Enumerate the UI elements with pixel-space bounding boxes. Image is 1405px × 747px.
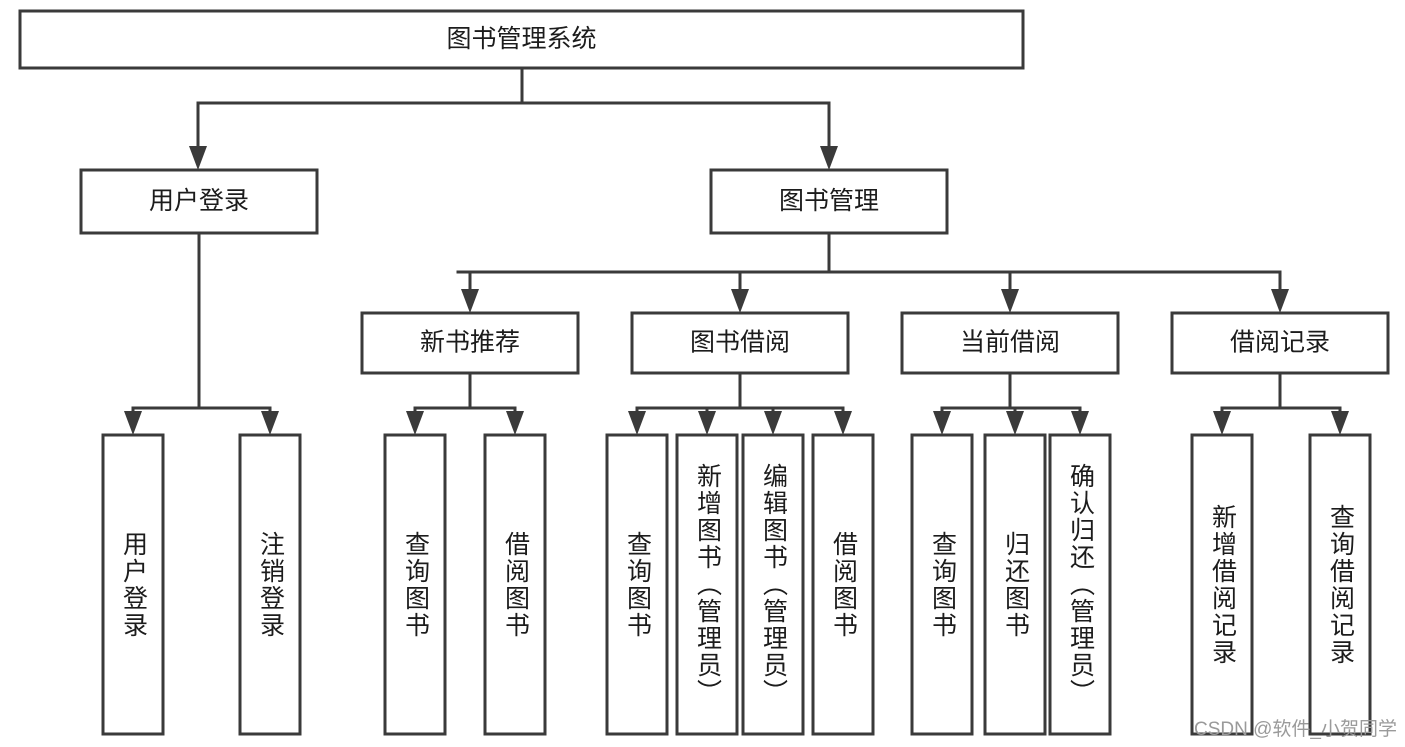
node-leaf-confirm-return-rect (1048, 433, 1112, 736)
node-borrow-record[interactable]: 借阅记录 (1170, 311, 1390, 375)
node-book-manage[interactable]: 图书管理 (709, 168, 949, 235)
node-leaf-user-login-rect (101, 433, 165, 736)
node-leaf-query-book-1-rect (383, 433, 447, 736)
arrow-down-icon (933, 411, 951, 435)
node-leaf-add-record-rect (1190, 433, 1254, 736)
node-leaf-borrow-book-1-rect (483, 433, 547, 736)
node-leaf-edit-book-rect (741, 433, 805, 736)
node-current-borrow[interactable]: 当前借阅 (900, 311, 1120, 375)
node-leaf-query-book-3-rect (910, 433, 974, 736)
node-leaf-user-login[interactable] (101, 433, 165, 736)
node-leaf-return-book[interactable] (983, 433, 1047, 736)
node-new-book-rec-label: 新书推荐 (420, 329, 520, 357)
arrow-down-icon (1071, 411, 1089, 435)
node-book-manage-rect (709, 168, 949, 235)
node-leaf-add-record[interactable] (1190, 433, 1254, 736)
node-new-book-rec[interactable]: 新书推荐 (360, 311, 580, 375)
node-root-rect (18, 9, 1025, 70)
node-root[interactable]: 图书管理系统 (18, 9, 1025, 70)
node-user-login-rect (79, 168, 319, 235)
node-leaf-query-record[interactable] (1308, 433, 1372, 736)
arrow-down-icon (1001, 289, 1019, 313)
node-user-login-label: 用户登录 (149, 187, 249, 215)
node-book-manage-label: 图书管理 (779, 187, 879, 215)
arrow-down-icon (628, 411, 646, 435)
arrow-down-icon (1006, 411, 1024, 435)
arrow-down-icon (820, 146, 838, 170)
node-leaf-return-book-rect (983, 433, 1047, 736)
node-leaf-borrow-book-2-rect (811, 433, 875, 736)
arrow-down-icon (834, 411, 852, 435)
watermark-text: CSDN @软件_小贺同学 (1194, 719, 1397, 740)
node-book-borrow[interactable]: 图书借阅 (630, 311, 850, 375)
node-leaf-user-logout-rect (238, 433, 302, 736)
arrow-down-icon (1331, 411, 1349, 435)
node-leaf-query-book-2[interactable] (605, 433, 669, 736)
node-leaf-query-book-2-rect (605, 433, 669, 736)
node-borrow-record-label: 借阅记录 (1230, 329, 1330, 357)
node-leaf-query-book-3[interactable] (910, 433, 974, 736)
arrow-down-icon (461, 289, 479, 313)
arrow-down-icon (261, 411, 279, 435)
arrow-down-icon (189, 146, 207, 170)
node-leaf-borrow-book-1[interactable] (483, 433, 547, 736)
arrow-down-icon (506, 411, 524, 435)
arrow-down-icon (731, 289, 749, 313)
node-leaf-edit-book[interactable] (741, 433, 805, 736)
arrow-down-icon (124, 411, 142, 435)
node-leaf-confirm-return[interactable] (1048, 433, 1112, 736)
node-current-borrow-label: 当前借阅 (960, 329, 1060, 357)
node-borrow-record-rect (1170, 311, 1390, 375)
arrow-down-icon (764, 411, 782, 435)
node-leaf-query-book-1[interactable] (383, 433, 447, 736)
node-leaf-user-logout[interactable] (238, 433, 302, 736)
arrow-down-icon (1271, 289, 1289, 313)
arrow-down-icon (698, 411, 716, 435)
arrow-down-icon (1213, 411, 1231, 435)
node-root-label: 图书管理系统 (446, 25, 596, 53)
node-leaf-add-book[interactable] (675, 433, 739, 736)
node-user-login[interactable]: 用户登录 (79, 168, 319, 235)
node-book-borrow-label: 图书借阅 (690, 329, 790, 357)
node-leaf-query-record-rect (1308, 433, 1372, 736)
arrow-down-icon (406, 411, 424, 435)
node-leaf-add-book-rect (675, 433, 739, 736)
node-leaf-borrow-book-2[interactable] (811, 433, 875, 736)
